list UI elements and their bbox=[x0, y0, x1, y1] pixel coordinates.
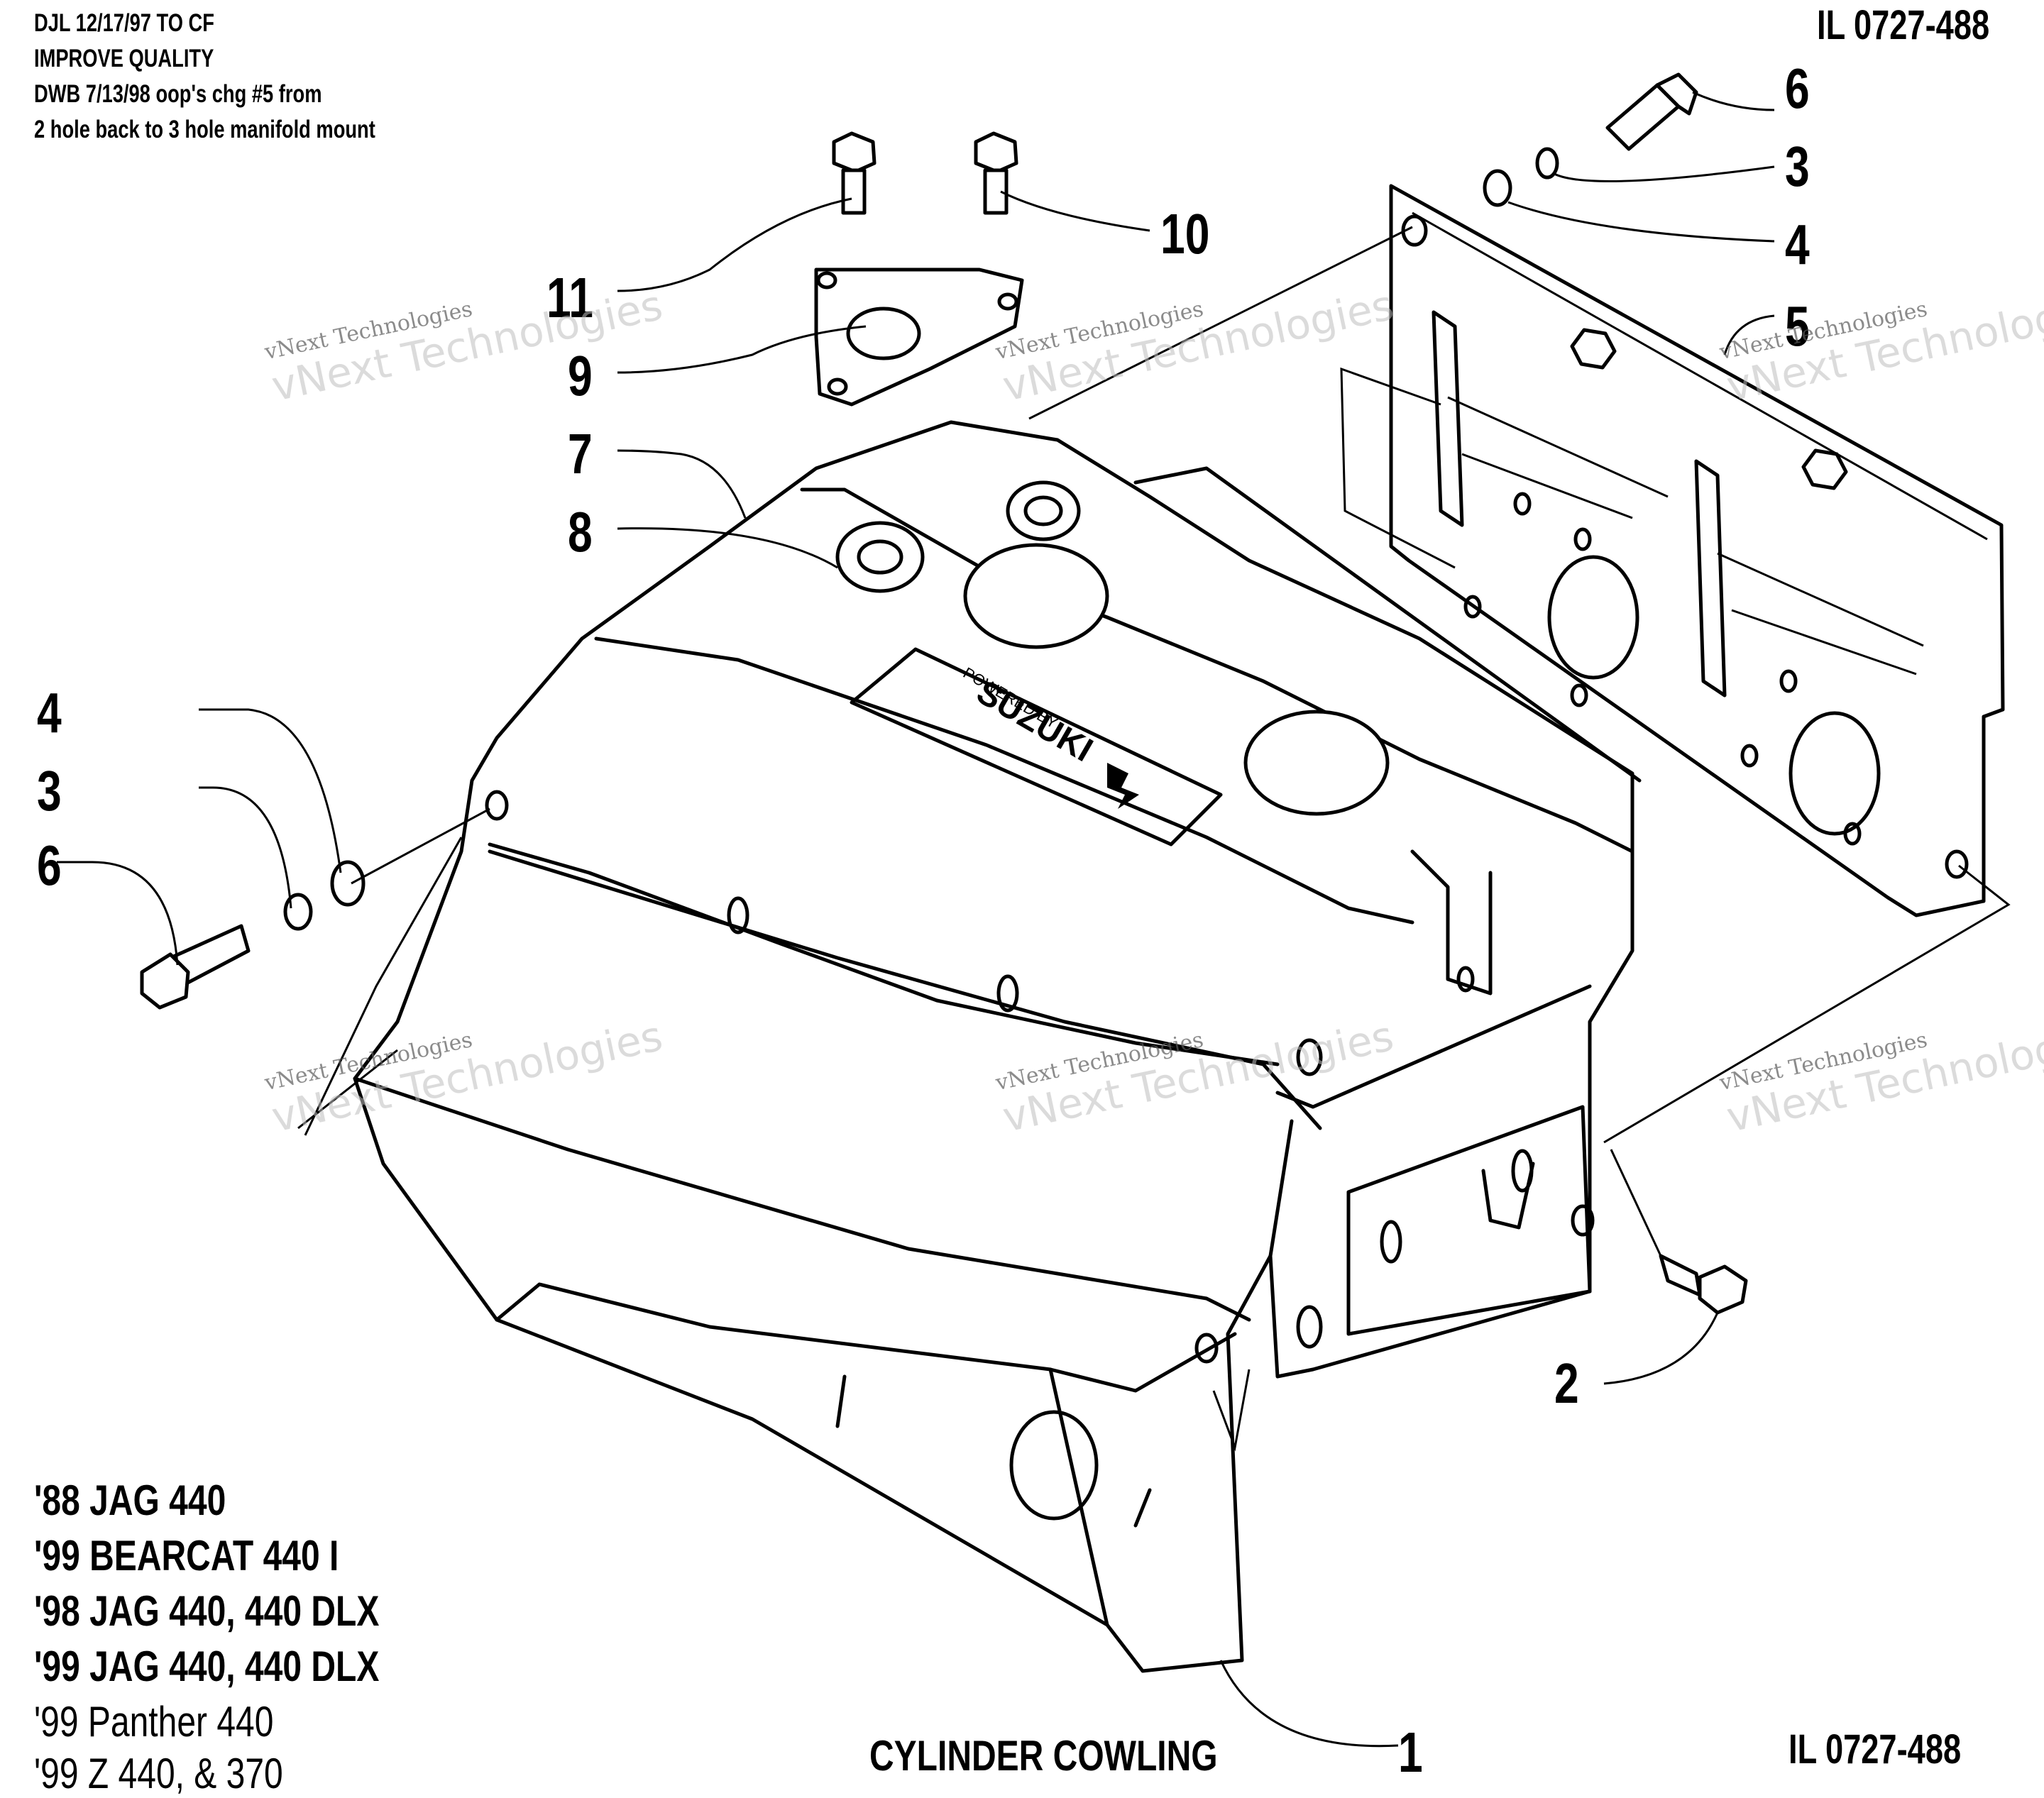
cowling-body: SUZUKI POWERED BY bbox=[353, 420, 1642, 1673]
revision-note: DJL 12/17/97 TO CF bbox=[34, 9, 214, 37]
revision-note: DWB 7/13/98 oop's chg #5 from bbox=[34, 80, 322, 108]
callout-9: 9 bbox=[568, 344, 593, 407]
revision-note: 2 hole back to 3 hole manifold mount bbox=[34, 116, 375, 143]
model-item: '98 JAG 440, 440 DLX bbox=[34, 1587, 380, 1635]
callout-4: 4 bbox=[1785, 213, 1810, 276]
model-item: '99 BEARCAT 440 I bbox=[34, 1532, 339, 1579]
callout-5: 5 bbox=[1785, 294, 1810, 358]
bracket-plate bbox=[814, 268, 1024, 407]
callout-6: 6 bbox=[37, 834, 62, 897]
illustration-id-bottom: IL 0727-488 bbox=[1788, 1726, 1962, 1772]
bolt-lower-right bbox=[1659, 1254, 1748, 1315]
suzuki-logo-icon bbox=[1107, 763, 1139, 809]
callout-1: 1 bbox=[1398, 1721, 1423, 1784]
callout-10: 10 bbox=[1160, 202, 1210, 265]
model-item: '88 JAG 440 bbox=[34, 1477, 226, 1524]
page-title: CYLINDER COWLING bbox=[869, 1732, 1218, 1780]
callout-6: 6 bbox=[1785, 57, 1810, 120]
callout-2: 2 bbox=[1554, 1352, 1579, 1415]
callout-4: 4 bbox=[37, 681, 62, 744]
model-item: '99 Panther 440 bbox=[34, 1698, 274, 1745]
bolts-top bbox=[832, 131, 1018, 215]
illustration-id-top: IL 0727-488 bbox=[1817, 2, 1990, 48]
callout-3: 3 bbox=[1785, 135, 1810, 198]
bolt-top-right bbox=[1483, 72, 1698, 207]
model-item: '99 JAG 440, 440 DLX bbox=[34, 1643, 380, 1690]
leader-lines bbox=[57, 91, 2011, 1748]
callout-7: 7 bbox=[568, 422, 593, 485]
mounting-plate bbox=[1340, 184, 2005, 917]
bolt-left bbox=[140, 860, 366, 1010]
callout-3: 3 bbox=[37, 759, 62, 822]
model-item: '99 Z 440, & 370 bbox=[34, 1750, 283, 1797]
revision-note: IMPROVE QUALITY bbox=[34, 45, 214, 72]
callout-8: 8 bbox=[568, 500, 593, 563]
callout-11: 11 bbox=[546, 266, 593, 329]
